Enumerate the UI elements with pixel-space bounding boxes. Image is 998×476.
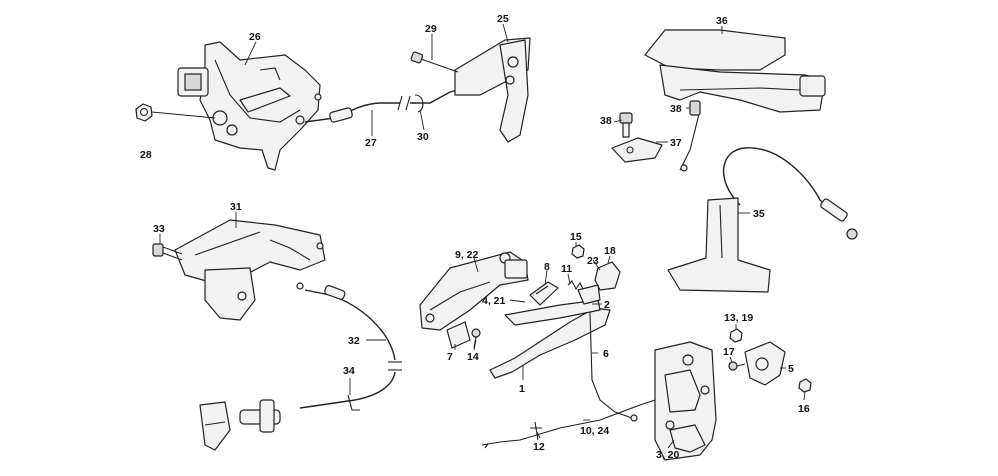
lock-part-2 xyxy=(577,284,602,305)
handle-carrier-9-22 xyxy=(419,251,529,331)
callout-29: 29 xyxy=(425,23,437,35)
callout-37: 37 xyxy=(670,137,682,149)
bracket-37 xyxy=(611,137,668,163)
callout-3-20: 3, 20 xyxy=(656,449,680,461)
callout-23: 23 xyxy=(587,255,599,267)
callout-36: 36 xyxy=(716,15,728,27)
callout-18: 18 xyxy=(604,245,616,257)
handle-cap-18 xyxy=(594,261,621,291)
callout-12: 12 xyxy=(533,441,545,453)
callout-17: 17 xyxy=(723,346,735,358)
callout-32: 32 xyxy=(348,335,360,347)
release-handle-25 xyxy=(454,37,531,143)
callout-27: 27 xyxy=(365,137,377,149)
callout-labels: 26 25 29 28 27 30 36 38 38 37 35 31 33 3… xyxy=(140,13,810,461)
callout-38-upper: 38 xyxy=(670,103,682,115)
bolt-33 xyxy=(152,243,183,261)
callout-4-21: 4, 21 xyxy=(482,295,506,307)
gasket-8 xyxy=(529,281,559,306)
callout-9-22: 9, 22 xyxy=(455,249,479,261)
door-latch-3-20 xyxy=(654,341,717,461)
callout-26: 26 xyxy=(249,31,261,43)
cable-end-connector xyxy=(199,399,281,451)
outer-door-handle-1 xyxy=(489,299,611,380)
callout-2: 2 xyxy=(604,299,610,311)
callout-15: 15 xyxy=(570,231,582,243)
cable-32 xyxy=(299,285,402,409)
bracket-assembly-31 xyxy=(174,219,326,321)
nut-16 xyxy=(798,378,812,393)
callout-13-19: 13, 19 xyxy=(724,312,753,324)
screw-17 xyxy=(728,361,746,371)
callout-6: 6 xyxy=(603,348,609,360)
callout-10-24: 10, 24 xyxy=(580,425,609,437)
callout-8: 8 xyxy=(544,261,550,273)
leader-lines xyxy=(159,23,806,449)
nut-28 xyxy=(135,103,216,122)
callout-16: 16 xyxy=(798,403,810,415)
callout-1: 1 xyxy=(519,383,525,395)
callout-38-lower: 38 xyxy=(600,115,612,127)
bolt-38-upper xyxy=(686,100,701,116)
callout-14: 14 xyxy=(467,351,479,363)
callout-33: 33 xyxy=(153,223,165,235)
callout-30: 30 xyxy=(417,131,429,143)
t-handle-35 xyxy=(667,147,858,293)
insert-7 xyxy=(446,321,471,349)
callout-25: 25 xyxy=(497,13,509,25)
clip-34 xyxy=(347,378,360,411)
callout-28: 28 xyxy=(140,149,152,161)
lever-assembly-36 xyxy=(644,29,826,172)
callout-5: 5 xyxy=(788,363,794,375)
latch-cable-27 xyxy=(304,87,466,123)
screw-29 xyxy=(410,34,459,73)
clip-12 xyxy=(530,421,542,441)
nut-15 xyxy=(571,244,585,259)
screw-14 xyxy=(471,328,481,349)
nut-13-19 xyxy=(729,328,743,343)
spring-11 xyxy=(567,280,585,292)
hood-latch-assembly xyxy=(177,41,322,171)
rod-6 xyxy=(589,311,638,422)
rod-10-24 xyxy=(481,399,656,449)
callout-35: 35 xyxy=(753,208,765,220)
lock-plate-5 xyxy=(744,341,786,386)
bolt-38-lower xyxy=(619,112,633,138)
callout-7: 7 xyxy=(447,351,453,363)
callout-34: 34 xyxy=(343,365,355,377)
callout-11: 11 xyxy=(561,263,572,275)
callout-31: 31 xyxy=(230,201,242,213)
